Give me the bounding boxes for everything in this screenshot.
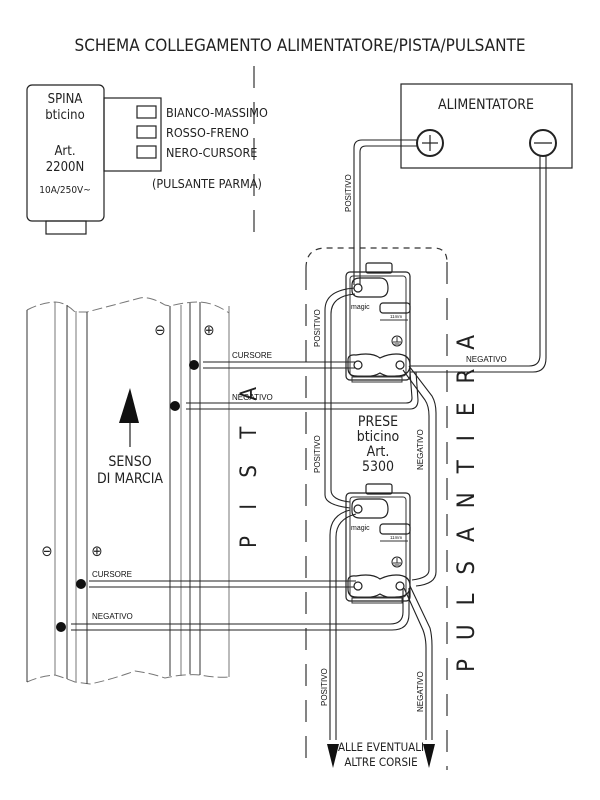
socket-1-strip-length: 11mm (390, 314, 402, 319)
plug-connector (103, 97, 162, 172)
footer-label-2: ALTRE CORSIE (344, 755, 417, 769)
socket-label-1: PRESE (358, 414, 398, 430)
socket-label-2: bticino (357, 429, 400, 445)
wire-label-negativo-5: NEGATIVO (416, 671, 425, 712)
plug-spina: SPINA bticino Art. 2200N 10A/250V~ BIANC… (26, 84, 268, 235)
pulsantiera-boundary-top (305, 247, 448, 269)
lane1-plus-icon: ⊕ (203, 321, 214, 339)
track-label: P I S T A (237, 377, 262, 548)
wire-label-cursore-1: CURSORE (232, 351, 272, 360)
pin-box-2 (136, 125, 157, 139)
direction-label-2: DI MARCIA (97, 471, 163, 487)
wire-label-positivo-1: POSITIVO (344, 174, 353, 212)
arrow-down-negativo-icon (423, 744, 435, 768)
power-supply-box (400, 83, 573, 169)
wire-label-positivo-4: POSITIVO (320, 668, 329, 706)
wire-label-negativo-2: NEGATIVO (416, 429, 425, 470)
wire-label-negativo-4: NEGATIVO (92, 612, 133, 621)
connector-negativo-1-icon (170, 401, 180, 411)
footer-label-1: ALLE EVENTUALI (338, 740, 424, 754)
socket-1-body (345, 271, 411, 381)
socket-2-strip-length: 11mm (390, 535, 402, 540)
wire-label-cursore-2: CURSORE (92, 570, 132, 579)
plug-label-2: bticino (45, 108, 85, 123)
wire-label-negativo-1: NEGATIVO (466, 355, 507, 364)
direction-arrow-icon (119, 388, 139, 423)
arrow-down-positivo-icon (327, 744, 339, 768)
socket-label-3: Art. (367, 444, 390, 460)
wire-label-negativo-3: NEGATIVO (232, 393, 273, 402)
plug-label-4: 2200N (46, 160, 85, 175)
pin-box-3 (136, 145, 157, 159)
plug-label-3: Art. (54, 144, 75, 159)
plug-base (45, 220, 87, 235)
socket-1: magic 11mm (345, 262, 411, 383)
pulsantiera-label: P U L S A N T I E R A (452, 329, 480, 672)
pin-label-bianco: BIANCO-MASSIMO (166, 105, 268, 120)
connector-cursore-1-icon (189, 360, 199, 370)
connector-negativo-2-icon (56, 622, 66, 632)
plug-rating: 10A/250V~ (39, 185, 91, 196)
power-supply: ALIMENTATORE (400, 83, 573, 169)
socket-2-body (345, 492, 411, 602)
pin-label-nero: NERO-CURSORE (166, 145, 257, 160)
connector-cursore-2-icon (76, 579, 86, 589)
socket-label-4: 5300 (362, 459, 394, 475)
track: ⊖ ⊕ ⊖ ⊕ SENSO DI MARCIA P I S T A (26, 297, 262, 685)
pin-box-1 (136, 105, 157, 119)
plug-label-1: SPINA (48, 92, 83, 107)
power-supply-label: ALIMENTATORE (438, 97, 534, 113)
pin-label-rosso: ROSSO-FRENO (166, 125, 249, 140)
lane2-minus-icon: ⊖ (41, 542, 52, 560)
socket-2: magic 11mm (345, 483, 411, 604)
socket-1-brand: magic (351, 304, 370, 311)
wire-label-positivo-3: POSITIVO (313, 435, 322, 473)
wire-label-positivo-2: POSITIVO (313, 309, 322, 347)
lane2-plus-icon: ⊕ (91, 542, 102, 560)
lane1-minus-icon: ⊖ (154, 321, 165, 339)
socket-2-brand: magic (351, 525, 370, 532)
direction-label-1: SENSO (108, 454, 151, 470)
plug-note: (PULSANTE PARMA) (152, 176, 262, 191)
diagram-title: SCHEMA COLLEGAMENTO ALIMENTATORE/PISTA/P… (74, 36, 525, 56)
